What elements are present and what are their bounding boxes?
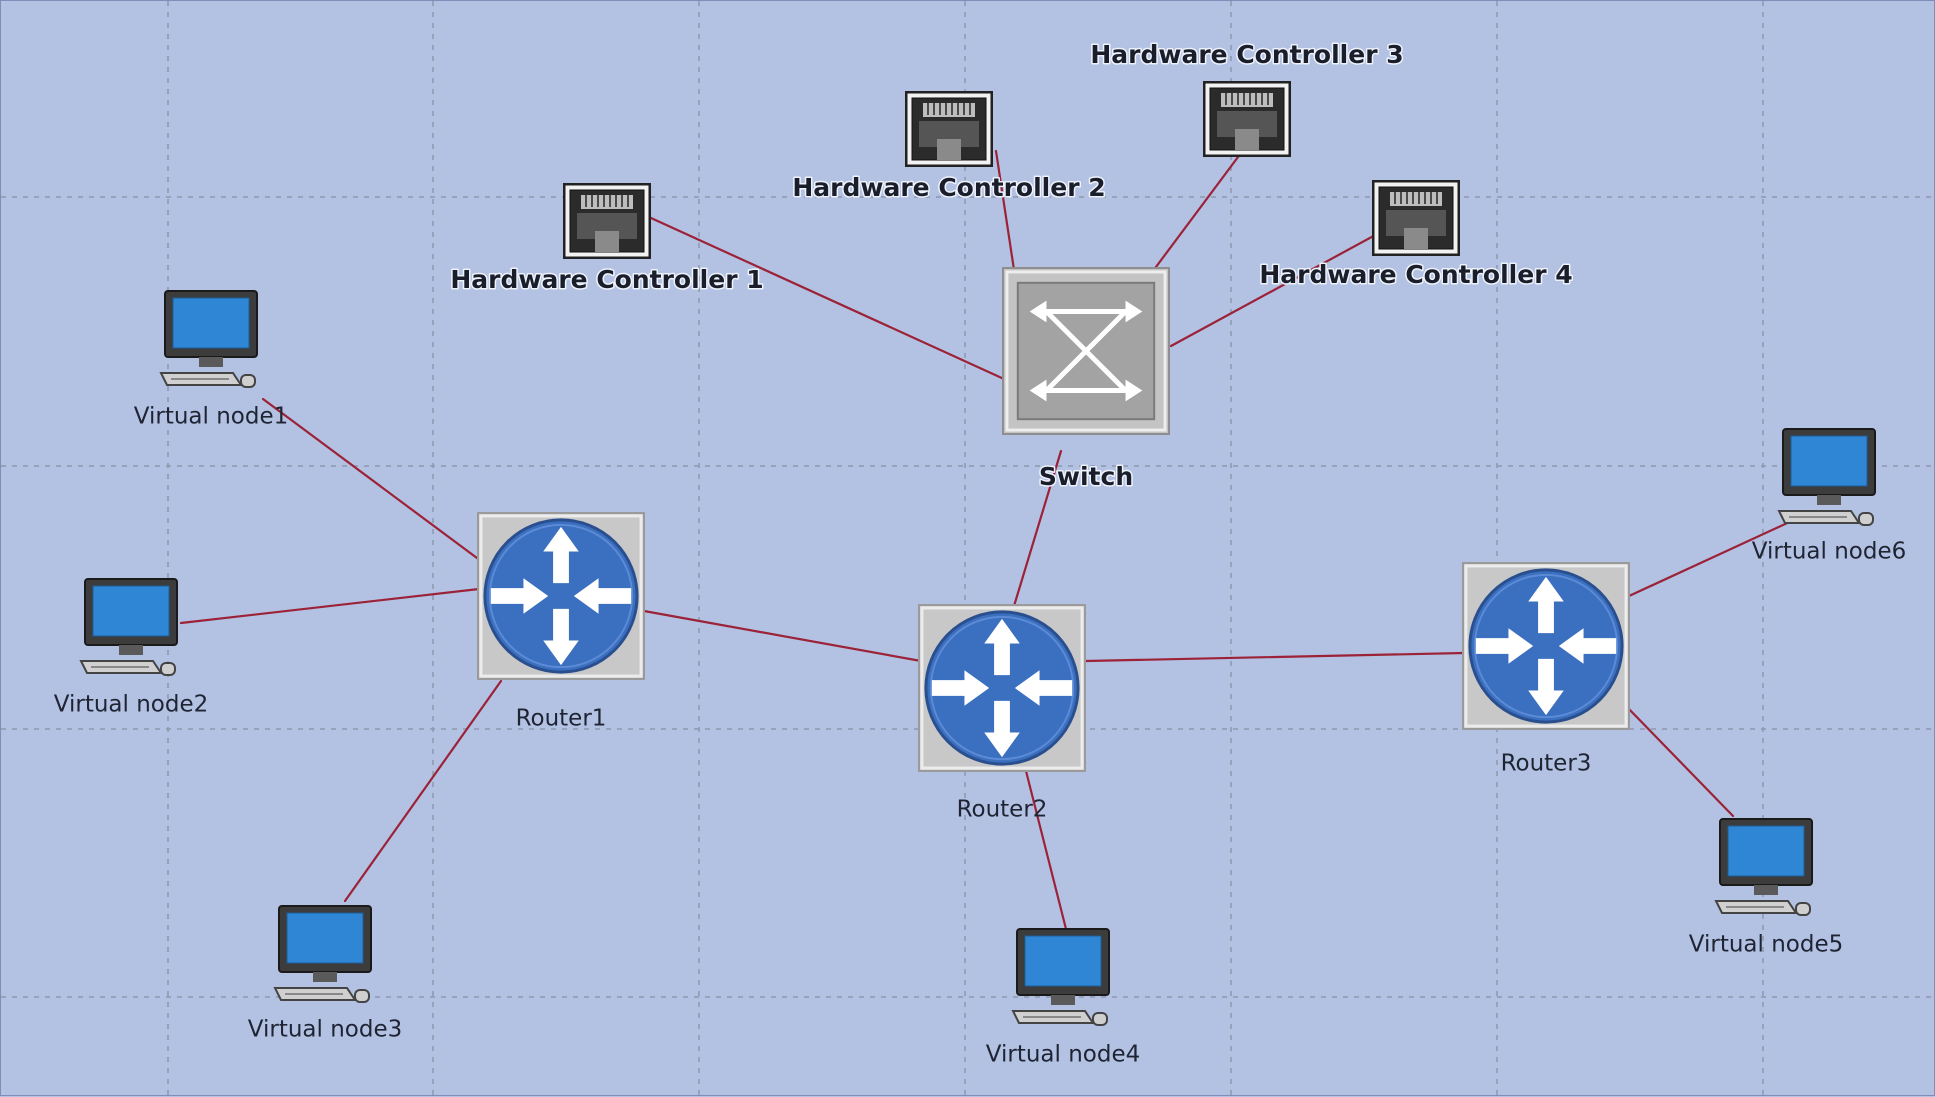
computer-icon bbox=[160, 290, 258, 388]
link-vn3-router1[interactable] bbox=[343, 679, 503, 903]
router-icon bbox=[477, 512, 645, 680]
router-icon bbox=[1462, 562, 1630, 730]
computer-icon bbox=[274, 905, 372, 1003]
link-vn4-router2[interactable] bbox=[1024, 769, 1068, 931]
link-vn2-router1[interactable] bbox=[179, 587, 481, 625]
links-layer bbox=[179, 149, 1798, 931]
node-hc2[interactable]: Hardware Controller 2 bbox=[791, 91, 1107, 204]
node-label: Router3 bbox=[1501, 751, 1592, 777]
node-label: Hardware Controller 1 bbox=[450, 265, 763, 294]
computer-icon bbox=[1012, 928, 1110, 1026]
switch-icon bbox=[1003, 268, 1169, 434]
node-label: Virtual node3 bbox=[248, 1017, 403, 1043]
node-label: Hardware Controller 3 bbox=[1090, 40, 1403, 69]
link-router1-router2[interactable] bbox=[642, 609, 923, 663]
ethernet-port-icon bbox=[1372, 180, 1460, 256]
computer-icon bbox=[1778, 428, 1876, 526]
node-hc3[interactable]: Hardware Controller 3 bbox=[1089, 39, 1405, 157]
ethernet-port-icon bbox=[563, 183, 651, 259]
router-icon bbox=[918, 604, 1086, 772]
node-label: Virtual node6 bbox=[1752, 539, 1907, 565]
link-hc1-switch[interactable] bbox=[649, 216, 1006, 381]
link-hc3-switch[interactable] bbox=[1142, 151, 1243, 285]
node-label: Hardware Controller 4 bbox=[1259, 260, 1572, 289]
node-label: Router2 bbox=[957, 797, 1048, 823]
ethernet-port-icon bbox=[905, 91, 993, 167]
link-vn5-router3[interactable] bbox=[1624, 704, 1735, 818]
node-label: Virtual node1 bbox=[134, 404, 289, 430]
node-vn5[interactable]: Virtual node5 bbox=[1689, 818, 1844, 958]
computer-icon bbox=[1715, 818, 1813, 916]
node-hc4[interactable]: Hardware Controller 4 bbox=[1258, 180, 1574, 291]
node-vn4[interactable]: Virtual node4 bbox=[986, 928, 1141, 1068]
node-router1[interactable]: Router1 bbox=[477, 512, 645, 732]
node-label: Virtual node4 bbox=[986, 1042, 1141, 1068]
node-router3[interactable]: Router3 bbox=[1462, 562, 1630, 777]
link-vn1-router1[interactable] bbox=[261, 397, 483, 563]
link-router2-router3[interactable] bbox=[1084, 651, 1466, 663]
link-switch-router2[interactable] bbox=[1012, 449, 1063, 608]
link-hc4-switch[interactable] bbox=[1169, 231, 1381, 348]
computer-icon bbox=[80, 578, 178, 676]
node-vn1[interactable]: Virtual node1 bbox=[134, 290, 289, 430]
node-label: Switch bbox=[1039, 462, 1133, 491]
link-vn6-router3[interactable] bbox=[1627, 517, 1798, 598]
node-vn3[interactable]: Virtual node3 bbox=[248, 905, 403, 1043]
link-hc2-switch[interactable] bbox=[994, 149, 1018, 285]
node-hc1[interactable]: Hardware Controller 1 bbox=[449, 183, 765, 296]
node-label: Virtual node5 bbox=[1689, 932, 1844, 958]
node-vn2[interactable]: Virtual node2 bbox=[54, 578, 209, 718]
ethernet-port-icon bbox=[1203, 81, 1291, 157]
node-label: Router1 bbox=[516, 706, 607, 732]
node-vn6[interactable]: Virtual node6 bbox=[1752, 428, 1907, 565]
node-router2[interactable]: Router2 bbox=[918, 604, 1086, 823]
node-label: Hardware Controller 2 bbox=[792, 173, 1105, 202]
node-label: Virtual node2 bbox=[54, 692, 209, 718]
node-switch[interactable]: Switch bbox=[1003, 268, 1169, 493]
nodes-layer: Hardware Controller 1 Hardware Controller… bbox=[54, 39, 1907, 1068]
